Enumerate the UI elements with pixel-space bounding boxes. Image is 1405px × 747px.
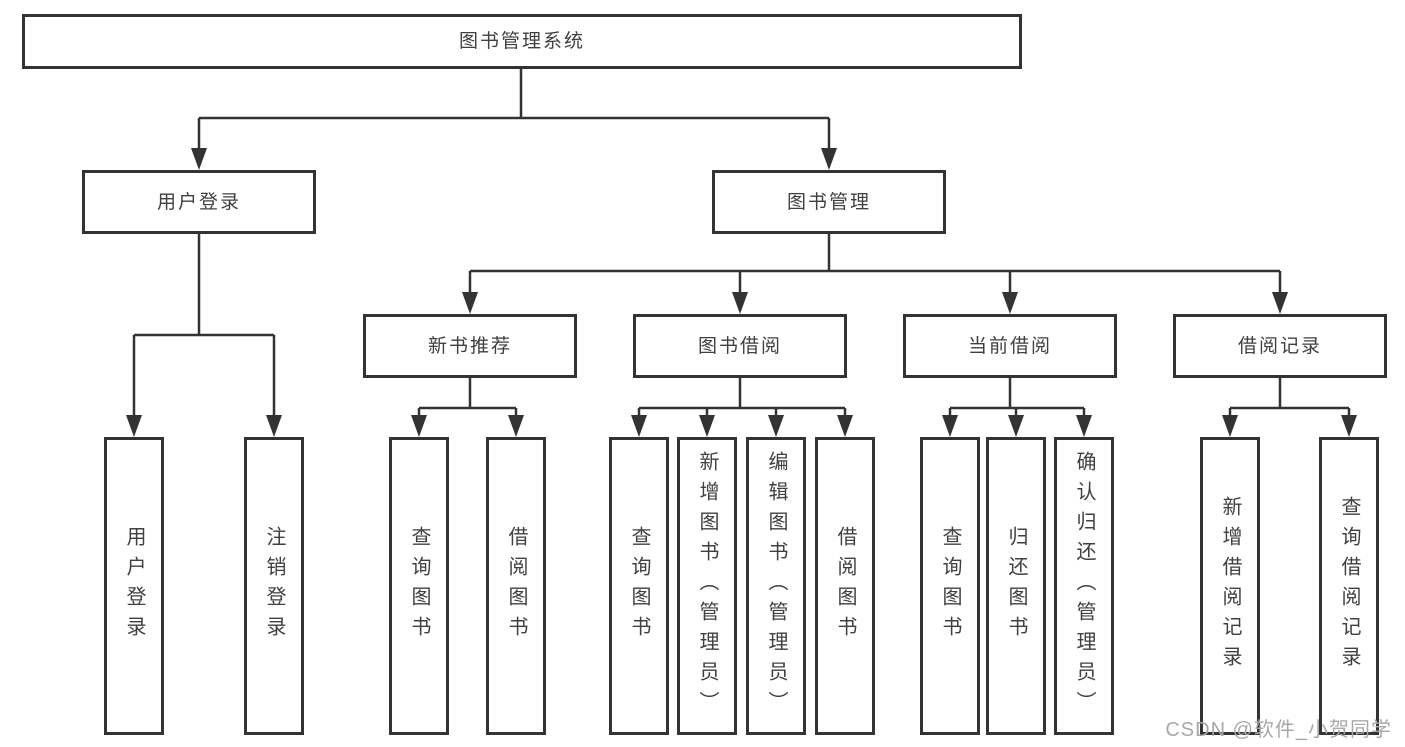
node-leaf-cb-query-books: 查询图书 [920,437,980,735]
arrowhead-br-query [1341,415,1357,437]
connector-current-borrow-children [948,378,1086,419]
node-leaf-bb-add-books-admin: 新增图书（管理员） [677,437,737,735]
node-user-login-label: 用户登录 [156,191,241,213]
node-leaf-cb-confirm-return-admin-label: 确认归还（管理员） [1073,451,1095,721]
arrowhead-nb-query [411,415,427,437]
node-leaf-bb-borrow-books-label: 借阅图书 [834,526,856,646]
node-library-system: 图书管理系统 [22,14,1022,69]
connector-root-to-level2 [197,69,831,152]
node-leaf-br-add-record: 新增借阅记录 [1200,437,1260,735]
node-leaf-cb-confirm-return-admin: 确认归还（管理员） [1054,437,1114,735]
node-current-borrow: 当前借阅 [903,314,1117,378]
node-book-borrow: 图书借阅 [633,314,847,378]
node-leaf-bb-query-books-label: 查询图书 [628,526,650,646]
node-leaf-bb-add-books-admin-label: 新增图书（管理员） [696,451,718,721]
node-leaf-br-query-record-label: 查询借阅记录 [1338,496,1360,676]
arrowhead-current-borrow [1002,292,1018,314]
node-new-book-recommend: 新书推荐 [363,314,577,378]
node-library-system-label: 图书管理系统 [458,31,585,52]
connector-book-management-children [468,234,1282,294]
connector-book-borrow-children [637,378,847,419]
node-leaf-bb-edit-books-admin-label: 编辑图书（管理员） [765,451,787,721]
node-leaf-nb-borrow-books: 借阅图书 [486,437,546,735]
node-borrow-records: 借阅记录 [1173,314,1387,378]
node-leaf-user-login-label: 用户登录 [123,526,145,646]
node-leaf-br-query-record: 查询借阅记录 [1319,437,1379,735]
node-leaf-logout: 注销登录 [244,437,304,735]
arrowhead-bb-borrow [837,415,853,437]
node-leaf-logout-label: 注销登录 [263,526,285,646]
arrowhead-cb-return [1008,415,1024,437]
node-borrow-records-label: 借阅记录 [1237,335,1322,357]
node-leaf-cb-return-books-label: 归还图书 [1005,526,1027,646]
node-leaf-nb-query-books: 查询图书 [389,437,449,735]
arrowhead-cb-confirm [1076,415,1092,437]
node-book-management-label: 图书管理 [786,191,871,213]
arrowhead-br-add [1222,415,1238,437]
csdn-watermark: CSDN @软件_小贺同学 [1165,719,1392,741]
node-leaf-user-login: 用户登录 [104,437,164,735]
node-book-management: 图书管理 [712,170,946,234]
arrowhead-nb-borrow [508,415,524,437]
connector-borrow-records-children [1228,378,1351,419]
arrowhead-user-login [191,148,207,170]
node-leaf-nb-borrow-books-label: 借阅图书 [505,526,527,646]
node-current-borrow-label: 当前借阅 [967,335,1052,357]
arrowhead-borrow-records [1272,292,1288,314]
arrowhead-leaf-user-login [126,415,142,437]
arrowhead-book-management [821,148,837,170]
connector-user-login-children [132,234,276,419]
arrowhead-bb-query [631,415,647,437]
connector-new-book-children [417,378,518,419]
node-user-login: 用户登录 [82,170,316,234]
arrowhead-leaf-logout [266,415,282,437]
arrowhead-book-borrow [732,292,748,314]
node-leaf-br-add-record-label: 新增借阅记录 [1219,496,1241,676]
node-book-borrow-label: 图书借阅 [697,335,782,357]
node-leaf-bb-edit-books-admin: 编辑图书（管理员） [746,437,806,735]
node-leaf-cb-query-books-label: 查询图书 [939,526,961,646]
node-leaf-bb-borrow-books: 借阅图书 [815,437,875,735]
arrowhead-cb-query [942,415,958,437]
node-leaf-cb-return-books: 归还图书 [986,437,1046,735]
arrowhead-bb-add [699,415,715,437]
node-leaf-nb-query-books-label: 查询图书 [408,526,430,646]
arrowhead-new-book [462,292,478,314]
node-new-book-recommend-label: 新书推荐 [427,335,512,357]
arrowhead-bb-edit [768,415,784,437]
node-leaf-bb-query-books: 查询图书 [609,437,669,735]
